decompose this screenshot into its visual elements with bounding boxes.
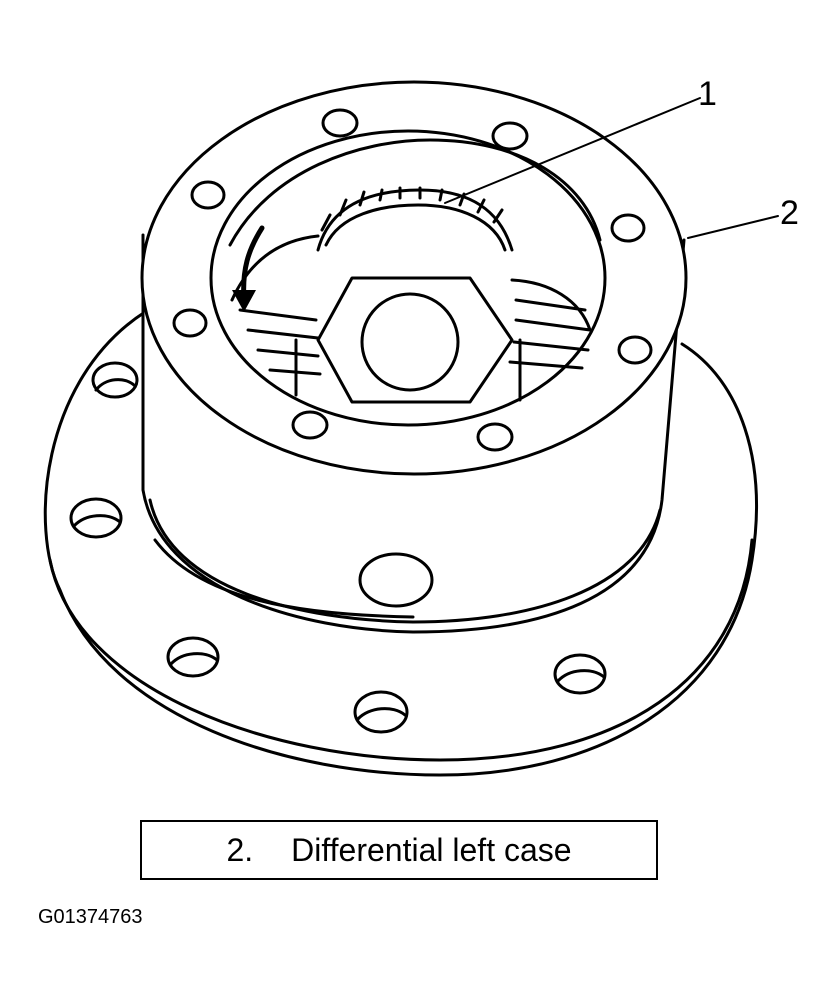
- legend-text: Differential left case: [291, 831, 572, 868]
- side-gear-assembly: [230, 186, 592, 404]
- callout-number-1: 1: [698, 75, 717, 113]
- callout-2-leader: [687, 215, 779, 239]
- flange-holes: [69, 361, 607, 734]
- figure-id: G01374763: [38, 906, 143, 928]
- callout-number-2: 2: [780, 194, 799, 232]
- callout-1-leader: [444, 97, 701, 204]
- bolt-holes: [172, 108, 653, 452]
- body-hole: [358, 552, 434, 608]
- legend-box: 2. Differential left case: [140, 820, 658, 880]
- legend-number: 2.: [226, 831, 254, 868]
